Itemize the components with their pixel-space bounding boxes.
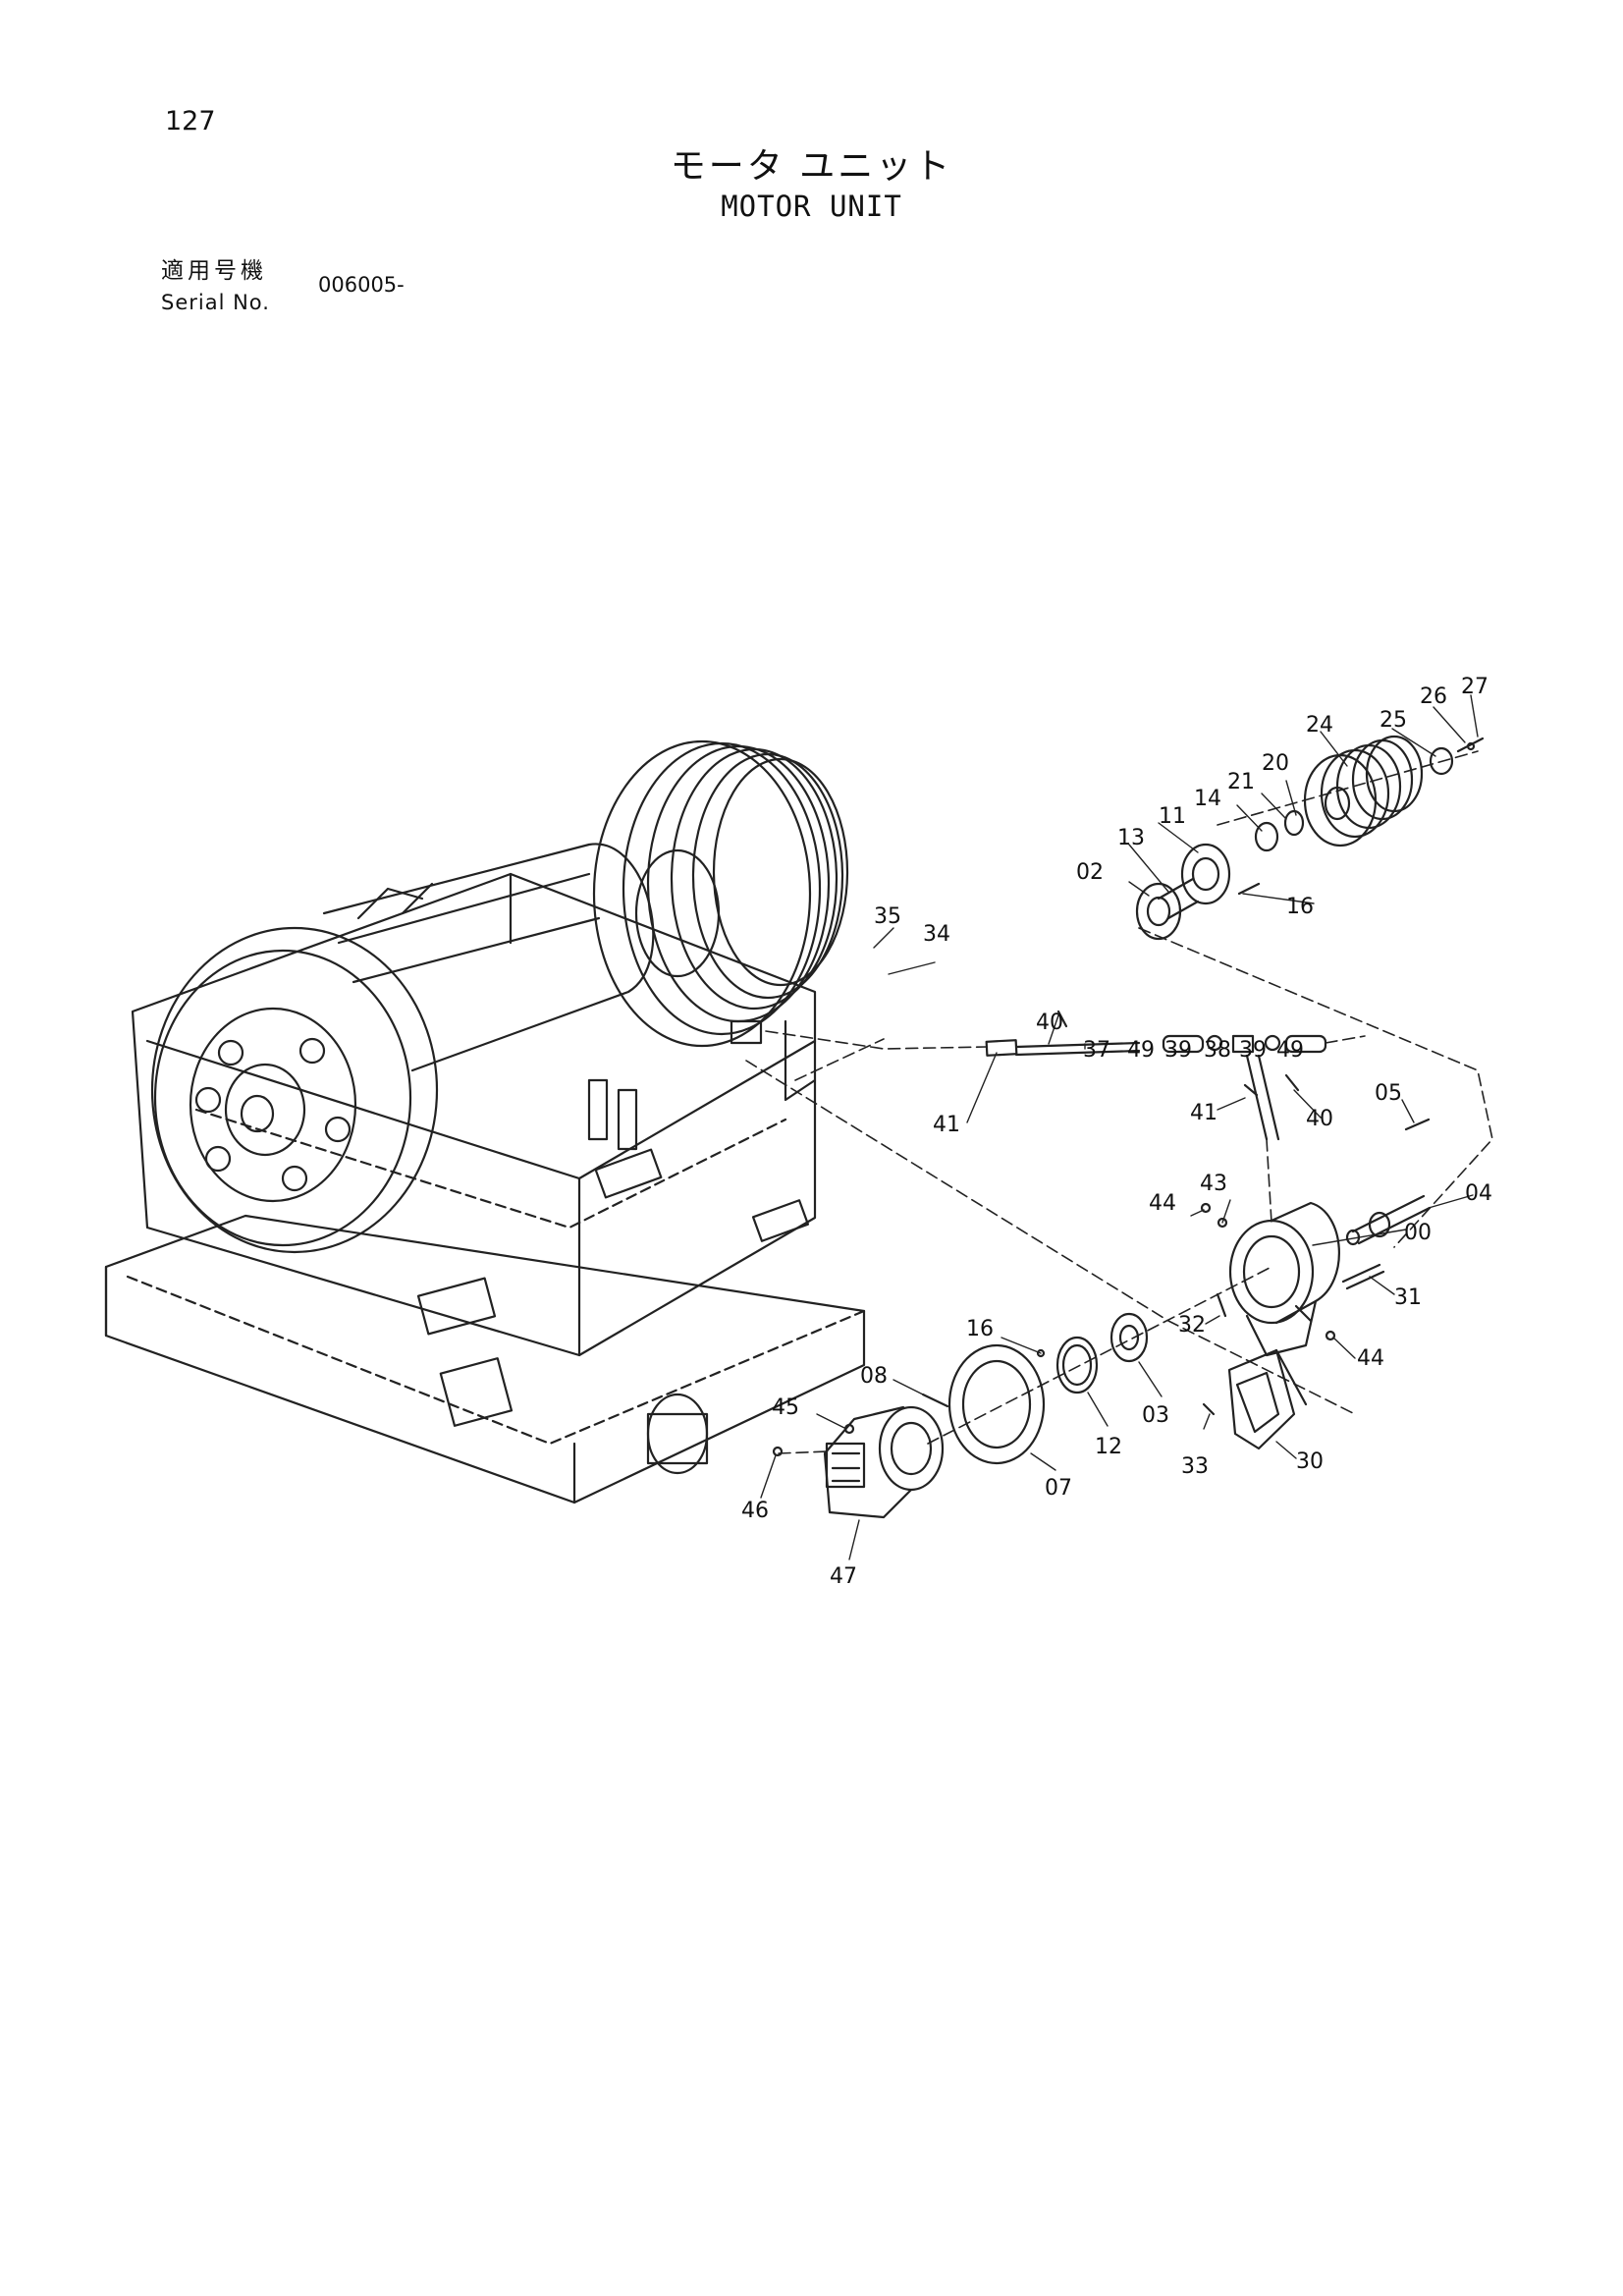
part-number-labels: 27 26 25 24 20 21 14 11 13 02 16 35 34 4…: [741, 675, 1492, 1589]
part-label-30: 30: [1296, 1449, 1324, 1474]
part-label-00: 00: [1404, 1221, 1432, 1245]
part-label-16-upper: 16: [1286, 895, 1314, 919]
part-label-41-left: 41: [933, 1113, 960, 1137]
motor-housing-drawing: [1200, 1118, 1432, 1450]
part-label-31: 31: [1394, 1285, 1422, 1310]
linkage-rod-drawing: [985, 1010, 1327, 1141]
part-label-49-left: 49: [1127, 1038, 1155, 1063]
part-label-47: 47: [830, 1564, 857, 1589]
serial-number-value: 006005-: [318, 273, 405, 297]
page-number: 127: [165, 106, 216, 137]
title-english: MOTOR UNIT: [721, 190, 902, 223]
part-label-34: 34: [923, 922, 950, 947]
part-label-40-lower: 40: [1306, 1107, 1333, 1131]
part-label-39-left: 39: [1164, 1038, 1192, 1063]
part-label-40-upper: 40: [1036, 1011, 1063, 1035]
part-label-25: 25: [1380, 708, 1407, 733]
part-label-13: 13: [1117, 826, 1145, 850]
crusher-machine-drawing: [104, 739, 866, 1504]
pulley-assembly-drawing: [1135, 735, 1485, 941]
part-label-43: 43: [1200, 1172, 1227, 1196]
part-label-26: 26: [1420, 684, 1447, 709]
title-japanese: モータ ユニット: [670, 146, 953, 187]
part-label-11: 11: [1159, 804, 1186, 829]
part-label-21: 21: [1227, 770, 1255, 794]
part-label-49-right: 49: [1276, 1038, 1304, 1063]
drive-motor-drawing: [772, 1312, 1149, 1519]
serial-label-english: Serial No.: [161, 291, 270, 314]
assembly-centerlines: [745, 750, 1493, 1454]
part-label-16-lower: 16: [966, 1317, 994, 1341]
part-label-44-upper: 44: [1149, 1191, 1176, 1216]
leader-lines: [760, 694, 1479, 1560]
part-label-07: 07: [1045, 1476, 1072, 1501]
part-label-20: 20: [1262, 751, 1289, 776]
part-label-41-right: 41: [1190, 1101, 1217, 1125]
part-label-32: 32: [1178, 1313, 1206, 1338]
part-label-14: 14: [1194, 787, 1221, 811]
part-label-45: 45: [772, 1395, 799, 1420]
serial-label-japanese: 適用号機: [161, 258, 267, 284]
part-label-35: 35: [874, 904, 901, 929]
part-label-33: 33: [1181, 1454, 1209, 1479]
part-label-02: 02: [1076, 860, 1104, 885]
part-label-39-right: 39: [1239, 1038, 1267, 1063]
part-label-08: 08: [860, 1364, 888, 1389]
part-label-24: 24: [1306, 713, 1333, 738]
part-label-44-lower: 44: [1357, 1346, 1384, 1371]
part-label-05: 05: [1375, 1081, 1402, 1106]
part-label-46: 46: [741, 1499, 769, 1523]
part-label-04: 04: [1465, 1181, 1492, 1206]
part-label-12: 12: [1095, 1435, 1122, 1459]
part-label-27: 27: [1461, 675, 1488, 699]
part-label-03: 03: [1142, 1403, 1169, 1428]
part-label-37: 37: [1083, 1038, 1110, 1063]
part-label-38: 38: [1204, 1038, 1231, 1063]
